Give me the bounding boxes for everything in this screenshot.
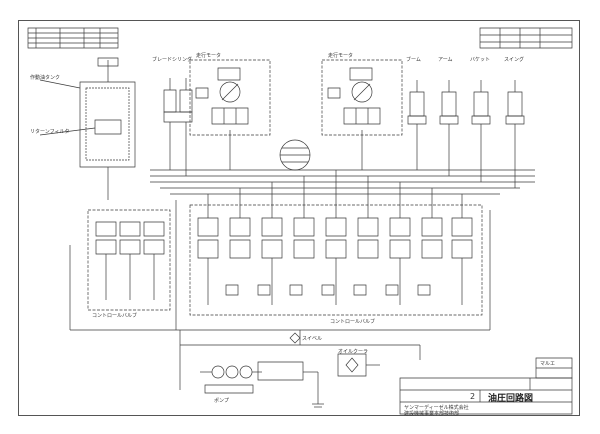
travel-motor-right [322,60,402,135]
revision-stamp: マルエ [540,361,556,367]
label-travel-motor-right: 走行モータ [328,53,354,59]
label-tank: 作動油タンク [30,75,61,81]
swivel-joint [280,140,310,170]
sheet-stamp: 2 [470,392,476,401]
cylinders-right [408,80,524,124]
return-lines [70,200,490,390]
hydraulic-tank [40,58,135,167]
check-valve [290,333,300,343]
revision-table [28,28,118,48]
label-swing: スイング [504,57,525,63]
label-bucket: バケット [470,57,491,63]
control-valve-right [190,170,482,315]
label-blade-cylinder: ブレードシリンダ [152,57,193,63]
label-boom: ブーム [406,57,421,63]
drawing-title: 油圧回路図 [488,394,534,404]
label-swivel: スイベル [302,336,323,342]
trunk-lines [108,122,535,200]
company-department: 建設機械事業本部技術部 [404,411,460,417]
tank-return-symbol [312,404,324,407]
return-filter [258,362,318,404]
label-left-valve: コントロールバルブ [92,313,138,319]
label-arm: アーム [438,57,453,63]
travel-motor-left [190,60,270,135]
control-valve-left [88,210,170,310]
title-block-lines [400,358,572,414]
label-right-valve: コントロールバルブ [330,319,376,325]
approval-table [480,28,572,48]
oil-cooler [338,354,380,376]
drawing-frame [18,20,580,416]
cylinders-left [164,78,192,122]
label-pump: ポンプ [214,398,229,404]
company-name: ヤンマーディーゼル株式会社 [404,405,469,411]
label-travel-motor-left: 走行モータ [196,53,222,59]
pump-group [200,366,262,393]
label-return-filter: リターンフィルタ [30,129,70,135]
label-oil-cooler: オイルクーラ [338,349,369,355]
